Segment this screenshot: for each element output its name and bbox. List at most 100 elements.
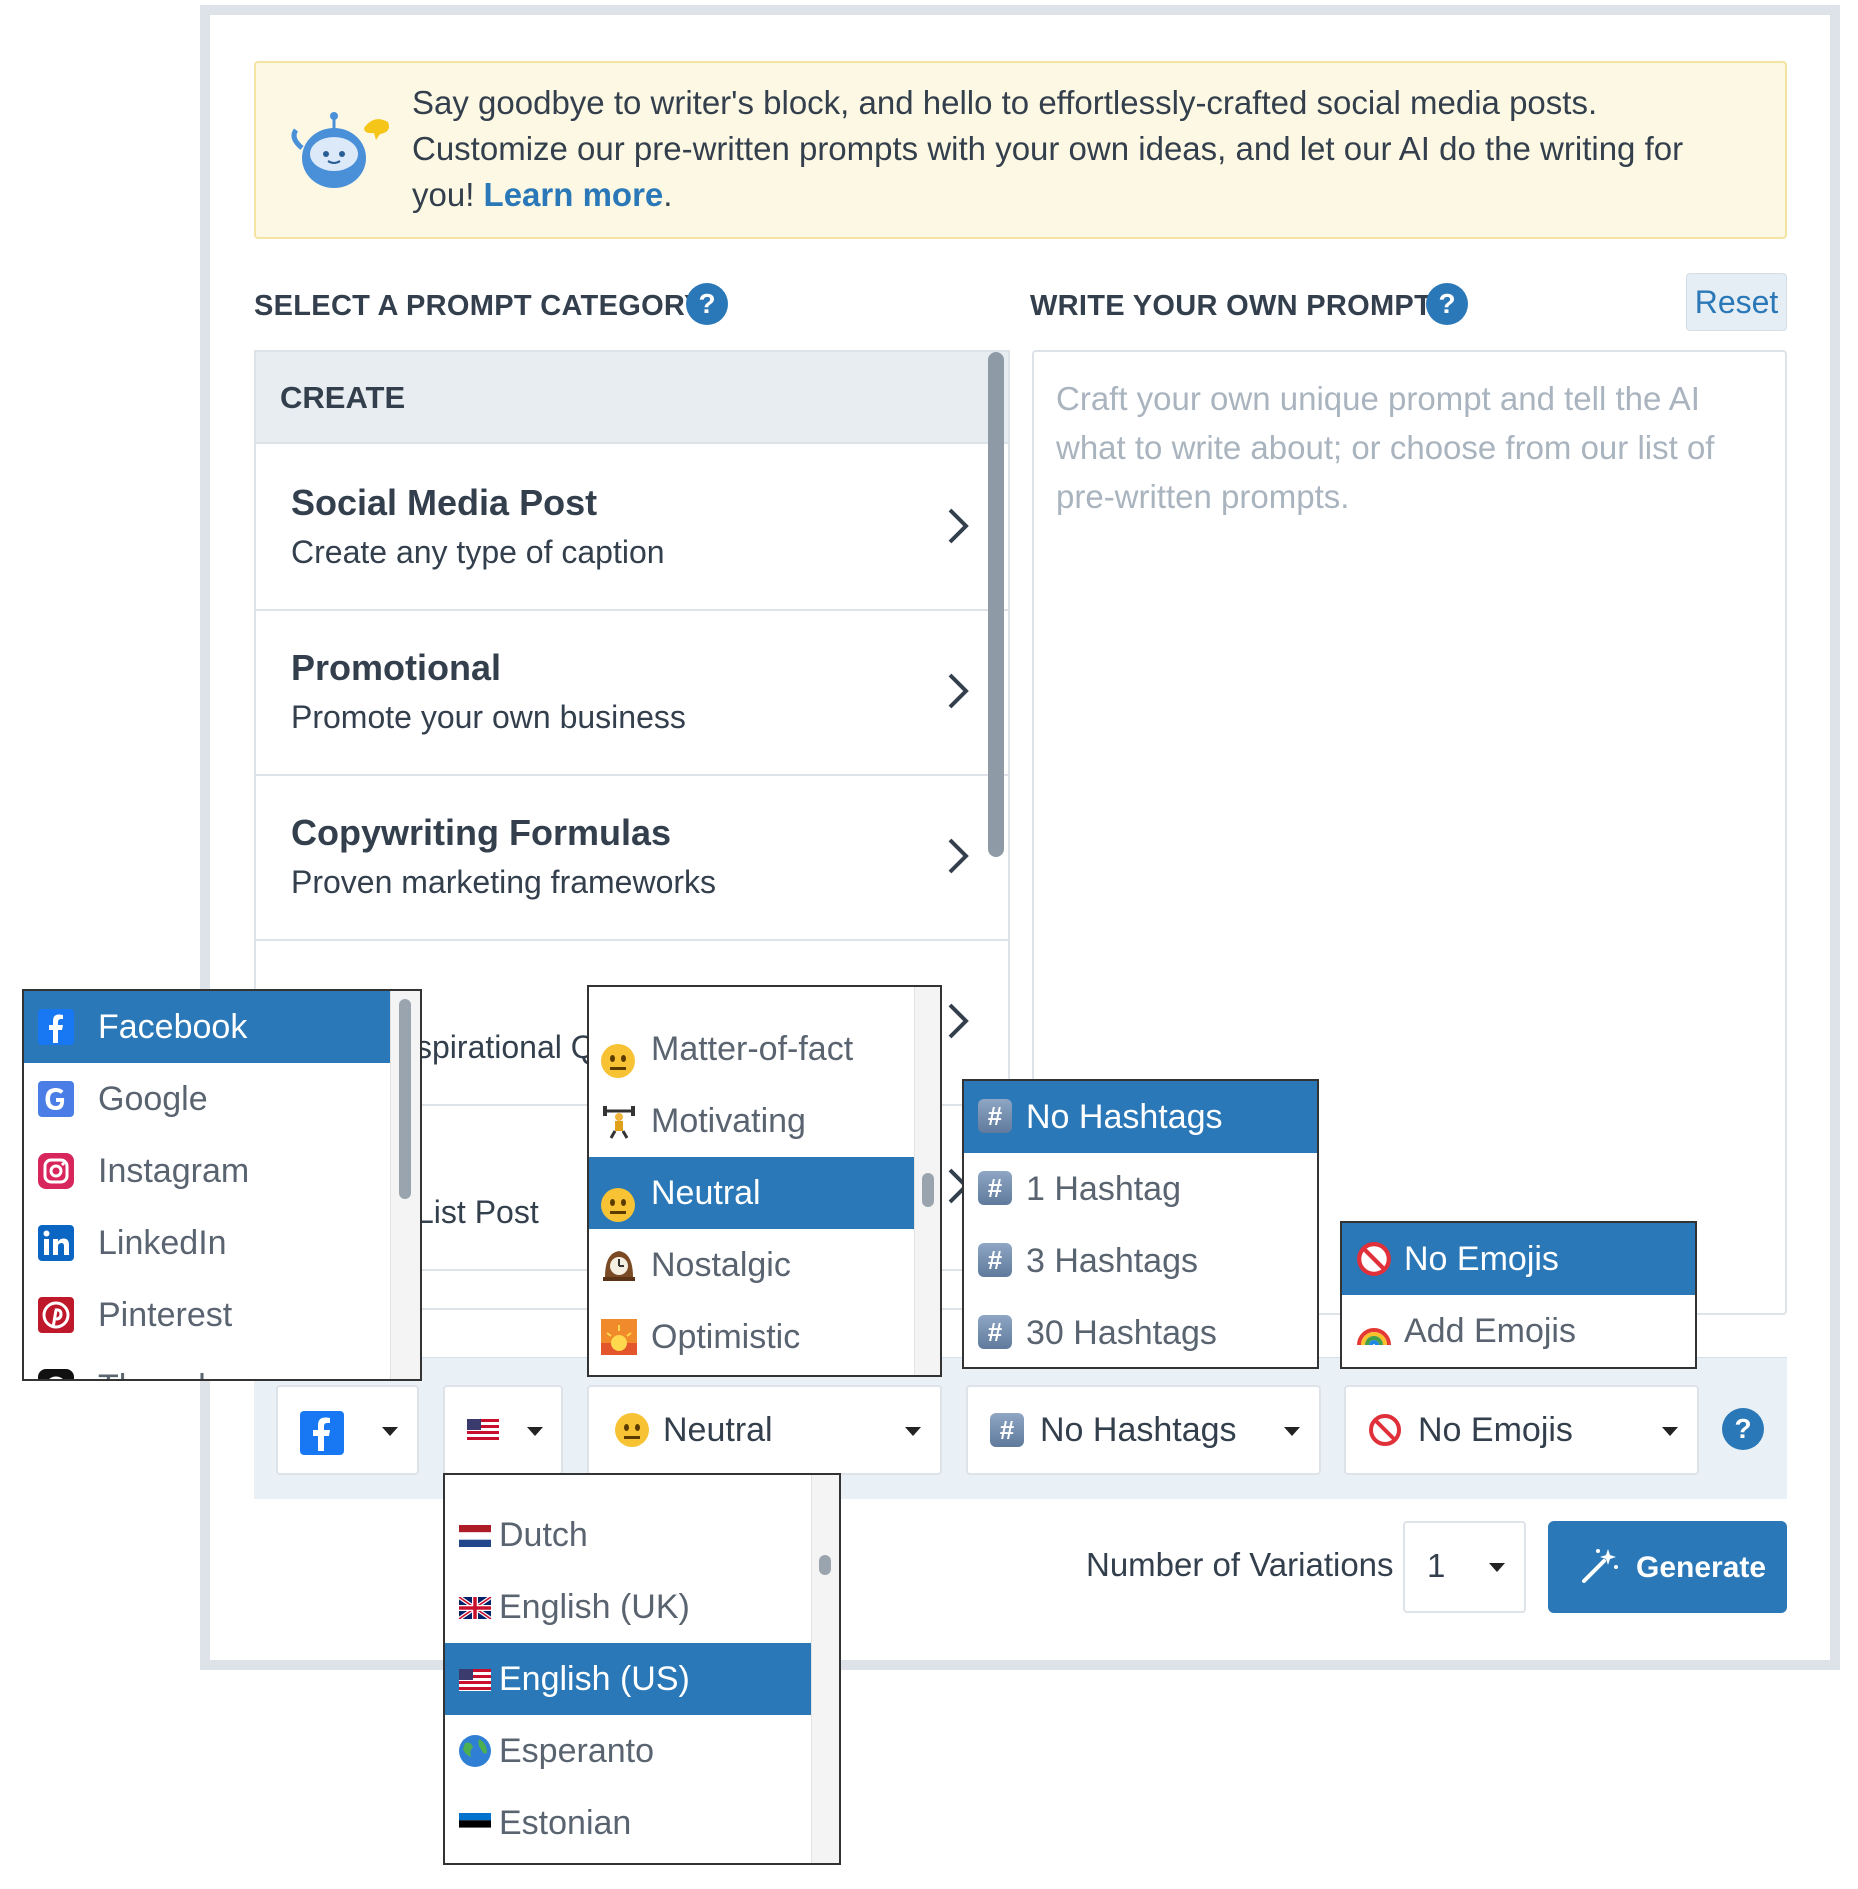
- chevron-down-icon: [1489, 1563, 1505, 1572]
- emoji-select-value: No Emojis: [1418, 1411, 1573, 1449]
- hashtag-icon: #: [978, 1099, 1012, 1133]
- tone-option-label: Matter-of-fact: [651, 1030, 854, 1068]
- hashtag-option-label: 3 Hashtags: [1026, 1242, 1198, 1280]
- reset-button[interactable]: Reset: [1686, 273, 1787, 331]
- category-title: Promotional: [291, 647, 502, 688]
- category-title: Copywriting Formulas: [291, 812, 672, 853]
- globe-icon: [459, 1735, 491, 1767]
- hashtag-option-one[interactable]: # 1 Hashtag: [964, 1153, 1317, 1225]
- robot-mascot-icon: [291, 112, 389, 188]
- language-option-label: Esperanto: [499, 1732, 654, 1770]
- platform-option-threads[interactable]: Threads: [24, 1351, 390, 1379]
- hashtag-icon: #: [978, 1243, 1012, 1277]
- magic-wand-icon: [1582, 1549, 1618, 1583]
- platform-option-linkedin[interactable]: LinkedIn: [24, 1207, 390, 1279]
- tone-option-optimistic[interactable]: Optimistic: [589, 1301, 914, 1373]
- language-option-english-uk[interactable]: English (UK): [445, 1571, 811, 1643]
- hashtag-option-label: No Hashtags: [1026, 1098, 1223, 1136]
- category-group-header: CREATE: [256, 352, 1008, 444]
- tone-select[interactable]: Neutral: [587, 1385, 942, 1475]
- language-option-dutch[interactable]: Dutch: [445, 1499, 811, 1571]
- banner-message: Say goodbye to writer's block, and hello…: [412, 80, 1752, 218]
- hashtag-icon: #: [990, 1413, 1024, 1447]
- hashtag-option-three[interactable]: # 3 Hashtags: [964, 1225, 1317, 1297]
- no-entry-icon: [1369, 1414, 1401, 1446]
- pinterest-icon: [38, 1297, 74, 1333]
- toolbar-help-icon[interactable]: ?: [1722, 1408, 1764, 1450]
- variations-label: Number of Variations: [1086, 1546, 1394, 1583]
- tone-option-label: Neutral: [651, 1174, 761, 1212]
- variations-value: 1: [1427, 1547, 1446, 1584]
- prompt-section-title: WRITE YOUR OWN PROMPT: [1030, 290, 1433, 322]
- emoji-option-add[interactable]: Add Emojis: [1342, 1295, 1695, 1367]
- language-dropdown-scroll-track: [811, 1475, 839, 1863]
- chevron-down-icon: [1662, 1427, 1678, 1436]
- no-entry-icon: [1357, 1242, 1391, 1276]
- tone-select-value: Neutral: [663, 1411, 773, 1449]
- tone-option-motivating[interactable]: Motivating: [589, 1085, 914, 1157]
- tone-dropdown-scrollbar[interactable]: [922, 1173, 934, 1207]
- tone-dropdown: Matter-of-fact Motivating Neutral Nostal…: [587, 985, 942, 1377]
- language-dropdown: Dutch English (UK) English (US) Esperant…: [443, 1473, 841, 1865]
- hashtag-option-thirty[interactable]: # 30 Hashtags: [964, 1297, 1317, 1367]
- category-title: Social Media Post: [291, 482, 598, 523]
- category-section-title: SELECT A PROMPT CATEGORY: [254, 290, 704, 322]
- hashtag-select[interactable]: # No Hashtags: [966, 1385, 1321, 1475]
- language-select[interactable]: [443, 1385, 563, 1475]
- platform-option-facebook[interactable]: Facebook: [24, 991, 390, 1063]
- learn-more-link[interactable]: Learn more: [483, 176, 664, 213]
- language-option-label: English (UK): [499, 1588, 690, 1626]
- instagram-icon: [38, 1153, 74, 1189]
- chevron-down-icon: [527, 1427, 543, 1436]
- hashtag-dropdown: # No Hashtags # 1 Hashtag # 3 Hashtags #…: [962, 1079, 1319, 1369]
- category-subtitle: Proven marketing frameworks: [291, 864, 717, 900]
- platform-select[interactable]: [276, 1385, 419, 1475]
- category-help-icon[interactable]: ?: [686, 283, 728, 325]
- language-option-esperanto[interactable]: Esperanto: [445, 1715, 811, 1787]
- chevron-right-icon: [948, 673, 969, 709]
- hashtag-icon: #: [978, 1171, 1012, 1205]
- platform-option-label: Pinterest: [98, 1296, 233, 1334]
- language-option-label: English (US): [499, 1660, 690, 1698]
- category-item-copywriting-formulas[interactable]: Copywriting Formulas Proven marketing fr…: [256, 776, 1008, 941]
- threads-icon: [38, 1369, 74, 1379]
- emoji-select[interactable]: No Emojis: [1344, 1385, 1699, 1475]
- tone-option-matter-of-fact[interactable]: Matter-of-fact: [589, 1013, 914, 1085]
- uk-flag-icon: [457, 1597, 493, 1619]
- tone-option-neutral[interactable]: Neutral: [589, 1157, 914, 1229]
- category-subtitle: Promote your own business: [291, 699, 686, 735]
- netherlands-flag-icon: [459, 1525, 491, 1547]
- category-scrollbar[interactable]: [988, 352, 1004, 857]
- platform-option-instagram[interactable]: Instagram: [24, 1135, 390, 1207]
- language-option-estonian[interactable]: Estonian: [445, 1787, 811, 1859]
- emoji-option-none[interactable]: No Emojis: [1342, 1223, 1695, 1295]
- prompt-help-icon[interactable]: ?: [1426, 283, 1468, 325]
- platform-option-label: Instagram: [98, 1152, 250, 1190]
- emoji-option-label: No Emojis: [1404, 1240, 1559, 1278]
- platform-option-pinterest[interactable]: Pinterest: [24, 1279, 390, 1351]
- tone-option-nostalgic[interactable]: Nostalgic: [589, 1229, 914, 1301]
- google-icon: [38, 1081, 74, 1117]
- info-banner: [254, 61, 1787, 239]
- category-subtitle: Create any type of caption: [291, 534, 665, 570]
- platform-option-google[interactable]: Google: [24, 1063, 390, 1135]
- language-option-english-us[interactable]: English (US): [445, 1643, 811, 1715]
- generate-button[interactable]: Generate: [1548, 1521, 1787, 1613]
- hashtag-select-value: No Hashtags: [1040, 1411, 1237, 1449]
- category-item-promotional[interactable]: Promotional Promote your own business: [256, 611, 1008, 776]
- platform-dropdown-scrollbar[interactable]: [399, 999, 411, 1199]
- prompt-textarea[interactable]: Craft your own unique prompt and tell th…: [1032, 350, 1787, 1315]
- tone-option-label: Nostalgic: [651, 1246, 791, 1284]
- hashtag-option-none[interactable]: # No Hashtags: [964, 1081, 1317, 1153]
- us-flag-icon: [459, 1669, 491, 1691]
- platform-option-label: Facebook: [98, 1008, 248, 1046]
- platform-option-label: Google: [98, 1080, 208, 1118]
- language-dropdown-scrollbar[interactable]: [819, 1555, 831, 1575]
- category-subtitle: spirational Q: [416, 1029, 596, 1065]
- linkedin-icon: [38, 1225, 74, 1261]
- chevron-down-icon: [905, 1427, 921, 1436]
- banner-period: .: [663, 176, 673, 213]
- variations-select[interactable]: 1: [1403, 1521, 1526, 1613]
- category-item-social-media-post[interactable]: Social Media Post Create any type of cap…: [256, 446, 1008, 611]
- chevron-down-icon: [1284, 1427, 1300, 1436]
